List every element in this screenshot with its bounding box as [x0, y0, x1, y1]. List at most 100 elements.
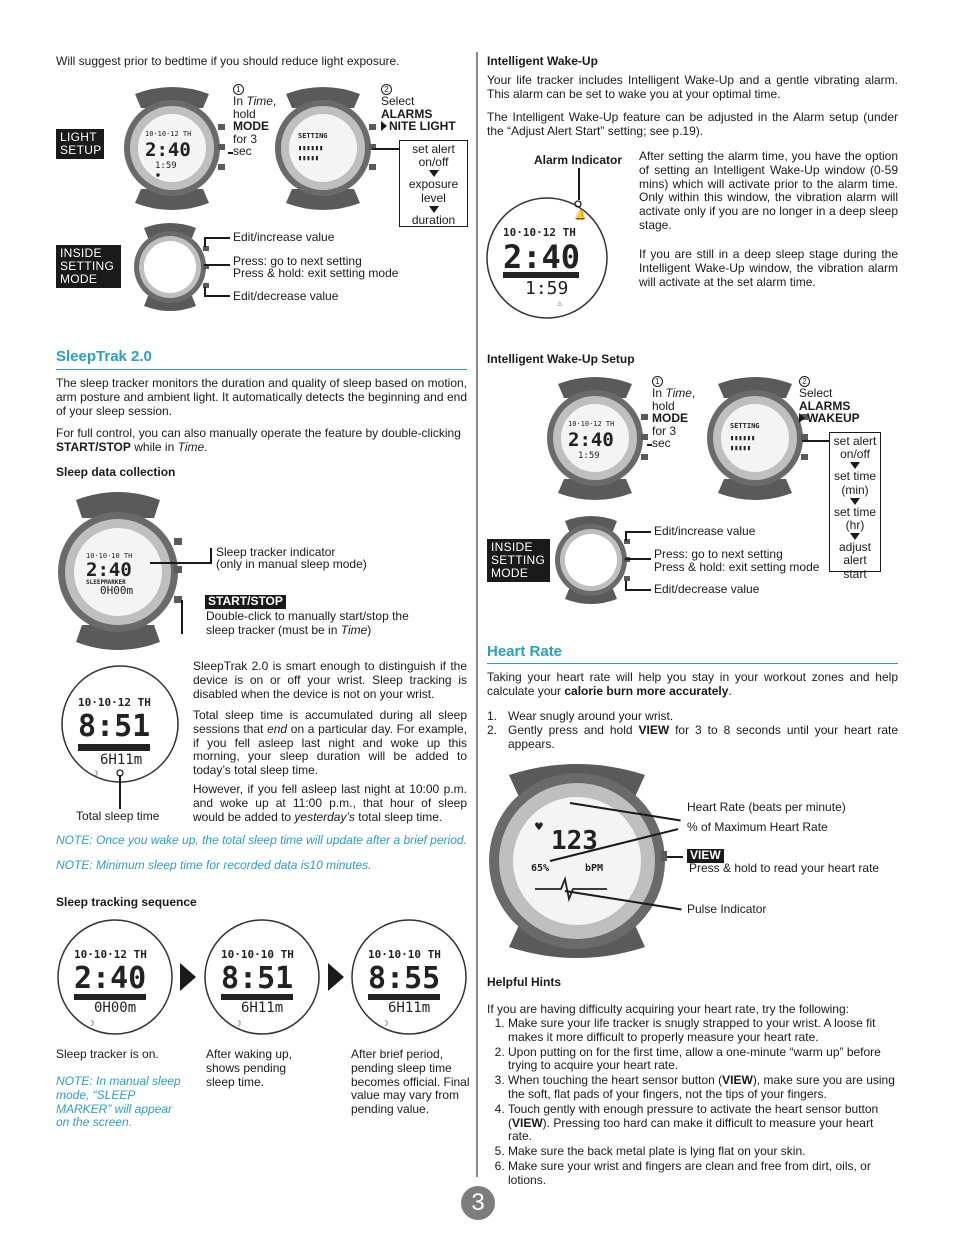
wake-step1-a: In: [652, 386, 666, 400]
hr-step-1: Wear snugly around your wrist.: [508, 709, 674, 723]
view-description: Press & hold to read your heart rate: [689, 861, 880, 875]
svg-text:8:51: 8:51: [78, 709, 150, 744]
svg-text:8:51: 8:51: [221, 961, 293, 996]
button-edit-decrease: Edit/decrease value: [233, 289, 339, 303]
bracket-mid-right: [625, 558, 651, 560]
smart-p3c: total sleep time.: [354, 809, 443, 824]
display-sequence-3: 10·10·10 TH 8:55 6H11m ☽: [351, 919, 467, 1035]
watch-blank-image-right: [555, 516, 630, 604]
svg-text:☽: ☽: [94, 769, 99, 778]
heart-rate-title: Heart Rate: [487, 643, 563, 660]
bracket-top: [204, 237, 230, 247]
startstop-desc-2c: ): [367, 623, 372, 637]
lcd-time: 2:40: [145, 139, 191, 161]
svg-text:bPM: bPM: [585, 863, 603, 874]
svg-text:1:59: 1:59: [525, 278, 568, 299]
smart-paragraph-2: Total sleep time is accumulated during a…: [193, 708, 467, 778]
button-edit-decrease-right: Edit/decrease value: [654, 582, 760, 596]
iwu-paragraph-1: Your life tracker includes Intelligent W…: [487, 73, 898, 101]
startstop-desc-2: sleep tracker (must be in Time): [206, 623, 372, 638]
smart-paragraph-1: SleepTrak 2.0 is smart enough to disting…: [193, 659, 467, 701]
sleeptrak-p2d: Time: [177, 439, 205, 454]
svg-text:2:40: 2:40: [503, 238, 580, 276]
light-menu-item: exposure level: [408, 177, 459, 205]
watch-wake-setting-image: SETTING ▮▮▮▮▮▮ ▮▮▮▮▮: [707, 377, 808, 500]
sleep-indicator-line-2: (only in manual sleep mode): [216, 557, 367, 571]
watch-blank-image: [134, 223, 209, 311]
svg-text:65%: 65%: [531, 863, 549, 874]
connector-view: [667, 856, 683, 858]
svg-text:10·10·10 TH: 10·10·10 TH: [368, 948, 441, 961]
svg-text:SETTING: SETTING: [730, 422, 760, 430]
light-step-1: 1 In Time, hold MODE for 3 sec: [233, 82, 276, 158]
startstop-desc-2b: Time: [340, 623, 368, 637]
watch-time-image: 10·10·12 TH 2:40 1:59: [124, 87, 225, 210]
sequence-caption-1: Sleep tracker is on.: [56, 1047, 159, 1061]
light-step1-d: for 3: [233, 131, 258, 146]
light-step2-a: Select: [381, 94, 415, 108]
column-divider: [476, 52, 478, 1177]
svg-text:6H11m: 6H11m: [100, 752, 142, 768]
pulse-indicator-label: Pulse Indicator: [687, 902, 767, 916]
light-menu-item: set alert on/off: [412, 142, 455, 170]
sequence-arrow-2: [328, 963, 344, 991]
wake-menu-item: set alert on/off: [833, 434, 877, 462]
connector-indicator-v: [210, 548, 212, 562]
sleeptrak-paragraph-1: The sleep tracker monitors the duration …: [56, 376, 467, 418]
iwu-paragraph-4: If you are still in a deep sleep stage d…: [639, 247, 898, 289]
hr-step-2a: Gently press and hold: [508, 722, 639, 737]
sleeptrak-rule: [56, 369, 467, 370]
hr-p1b: calorie burn more accurately: [564, 683, 729, 698]
triangle-down-icon: [850, 497, 860, 505]
svg-text:▮▮▮▮▮: ▮▮▮▮▮: [730, 444, 751, 452]
hint-item: Make sure the back metal plate is lying …: [508, 1144, 898, 1159]
triangle-down-icon: [850, 462, 860, 470]
page-number: 3: [461, 1186, 495, 1220]
sleeptrak-p2a: For full control, you can also manually …: [56, 426, 461, 440]
svg-text:0H00m: 0H00m: [94, 1000, 136, 1016]
heart-rate-bpm-label: Heart Rate (beats per minute): [687, 800, 846, 814]
light-menu-item: duration: [411, 212, 456, 227]
hints-intro: If you are having difficulty acquiring y…: [487, 1002, 849, 1016]
hint-item: Make sure your life tracker is snugly st…: [508, 1016, 898, 1045]
smart-p3b: yesterday’s: [294, 809, 355, 824]
connector-wake-menu: [802, 440, 829, 442]
display-sequence-1: 10·10·12 TH 2:40 0H00m ☽: [57, 919, 173, 1035]
hint-item: Touch gently with enough pressure to act…: [508, 1102, 898, 1144]
alarm-indicator-label: Alarm Indicator: [534, 153, 623, 167]
smart-p3a: However, if you fell asleep last night a…: [193, 782, 467, 824]
lcd-setting: SETTING: [298, 132, 328, 140]
sleeptrak-p2e: .: [204, 439, 208, 454]
button-edit-increase: Edit/increase value: [233, 230, 335, 244]
wake-step1-e: sec: [652, 436, 671, 451]
total-sleep-label: Total sleep time: [76, 809, 160, 823]
sequence-note-1: NOTE: In manual sleep mode, “SLEEP MARKE…: [56, 1074, 181, 1130]
wake-step2-wakeup: WAKEUP: [807, 411, 860, 426]
connector-startstop: [181, 600, 183, 634]
bracket-bottom-right: [625, 581, 651, 591]
light-step1-mode: MODE: [233, 119, 269, 134]
hint-item: When touching the heart sensor button (V…: [508, 1073, 898, 1102]
svg-text:▮▮▮▮▮▮: ▮▮▮▮▮▮: [298, 144, 323, 152]
light-step1-c: hold: [233, 106, 256, 121]
sequence-heading: Sleep tracking sequence: [56, 895, 197, 909]
sleep-indicator-line-1: Sleep tracker indicator: [216, 545, 336, 559]
svg-text:☽: ☽: [384, 1019, 389, 1028]
inside-setting-label-right: INSIDE SETTING MODE: [487, 539, 550, 582]
note-2: NOTE: Minimum sleep time for recorded da…: [56, 858, 372, 872]
hr-step-2: Gently press and hold VIEW for 3 to 8 se…: [508, 722, 899, 752]
hints-heading: Helpful Hints: [487, 975, 561, 989]
bracket-mid: [204, 264, 230, 266]
hint3c: ), make sure you are using the soft, fla…: [508, 1073, 895, 1101]
sleeptrak-paragraph-2: For full control, you can also manually …: [56, 426, 467, 455]
hints-list: Make sure your life tracker is snugly st…: [487, 1016, 898, 1189]
light-step1-e: sec: [233, 144, 252, 159]
button-press-hold: Press & hold: exit setting mode: [233, 266, 399, 280]
hr-step-2c: for 3 to 8 seconds until your heart rate…: [508, 722, 899, 751]
triangle-right-icon: [381, 121, 387, 132]
light-setup-label: LIGHT SETUP: [56, 129, 104, 159]
sleeptrak-title: SleepTrak 2.0: [56, 348, 152, 365]
sleeptrak-p2b: START/STOP: [56, 439, 131, 454]
connector-alarm: [578, 168, 580, 200]
triangle-down-icon: [850, 533, 860, 541]
